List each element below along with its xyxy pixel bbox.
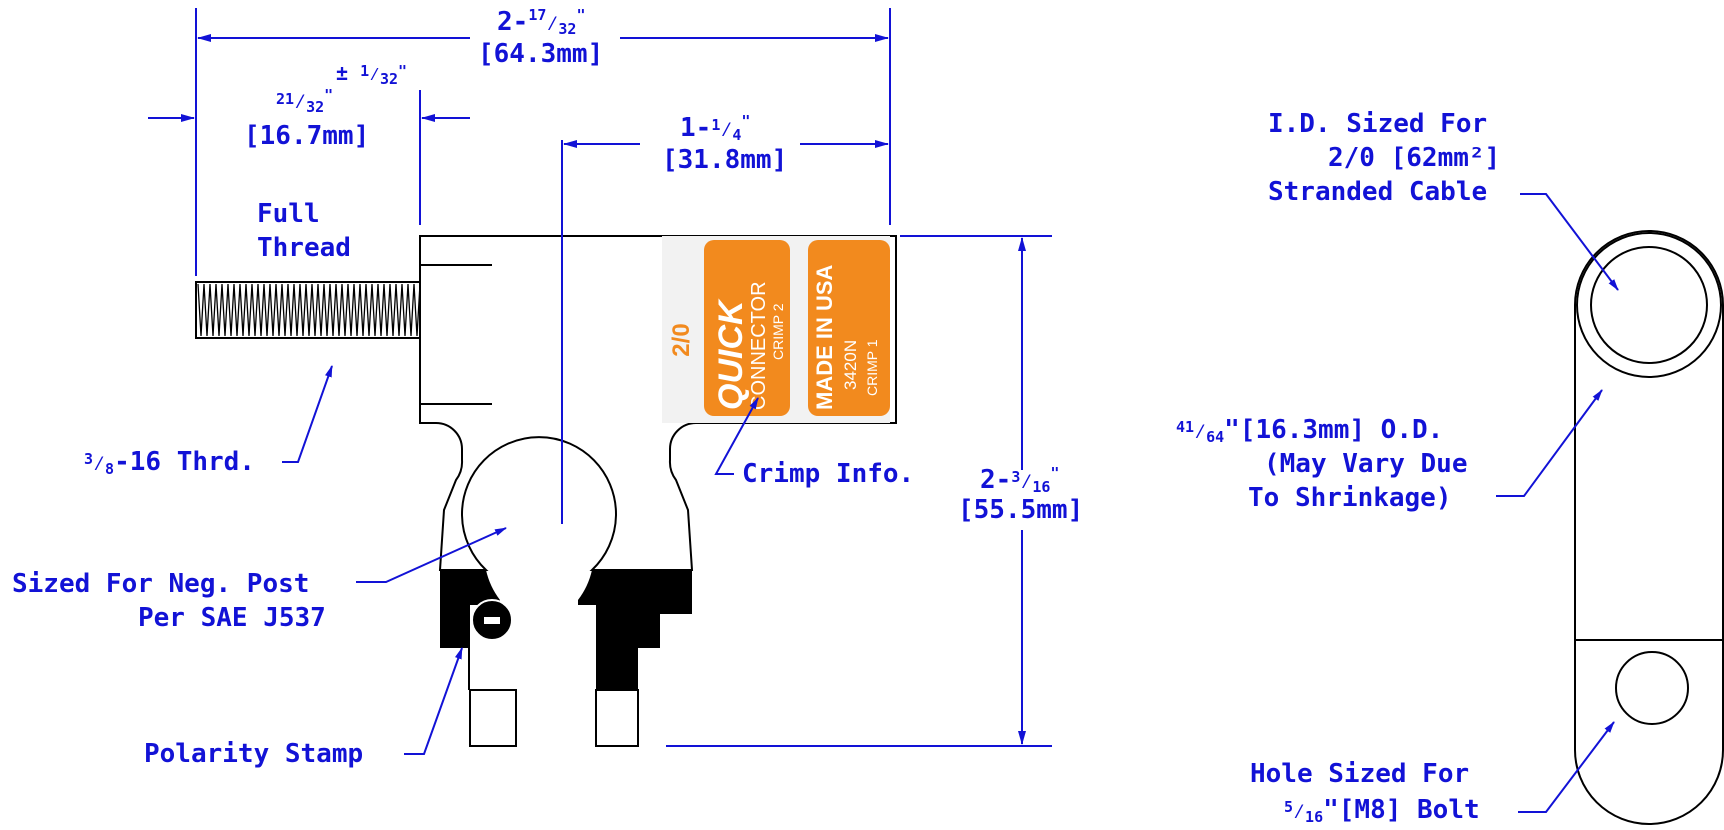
svg-text:2-17⁄32": 2-17⁄32" (497, 6, 585, 38)
svg-text:2/0 [62mm²]: 2/0 [62mm²] (1328, 143, 1500, 173)
bolt-hole (1615, 651, 1689, 725)
sticker-size-label: 2/0 (668, 323, 695, 356)
svg-text:[64.3mm]: [64.3mm] (478, 39, 603, 69)
svg-text:Polarity Stamp: Polarity Stamp (144, 739, 363, 769)
svg-text:Per SAE J537: Per SAE J537 (138, 603, 326, 633)
right-clamp-block (578, 570, 692, 690)
dim-overall-width: 2-17⁄32" [64.3mm] (478, 6, 603, 69)
dimension-lines (148, 8, 1052, 747)
sticker-made-in: MADE IN USA (812, 264, 837, 410)
callout-inner-diameter: I.D. Sized For 2/0 [62mm²] Stranded Cabl… (1268, 109, 1619, 291)
callout-full-thread: Full Thread (257, 199, 351, 263)
callout-bolt-hole: Hole Sized For 5⁄16"[M8] Bolt (1250, 721, 1615, 826)
svg-text:(May Vary Due: (May Vary Due (1264, 449, 1468, 479)
svg-text:[55.5mm]: [55.5mm] (958, 495, 1083, 525)
left-leg (469, 689, 517, 747)
callout-thread-spec: 3⁄8-16 Thrd. (84, 365, 333, 478)
svg-text:I.D. Sized For: I.D. Sized For (1268, 109, 1487, 139)
threaded-stud (195, 281, 421, 339)
sticker-crimp2: CRIMP 2 (770, 303, 786, 360)
sticker-part-no: 3420N (841, 340, 860, 390)
svg-text:21⁄32": 21⁄32" (276, 86, 333, 116)
cable-bore-outer (1576, 232, 1722, 378)
svg-text:Hole Sized For: Hole Sized For (1250, 759, 1469, 789)
svg-text:3⁄8-16 Thrd.: 3⁄8-16 Thrd. (84, 447, 255, 478)
svg-text:To Shrinkage): To Shrinkage) (1248, 483, 1452, 513)
svg-text:1-1⁄4": 1-1⁄4" (680, 112, 750, 144)
sticker-connector: CONNECTOR (748, 281, 770, 410)
left-clamp-block (440, 570, 500, 690)
dim-overall-height: 2-3⁄16" [55.5mm] (958, 464, 1083, 525)
dim-center-offset: 1-1⁄4" [31.8mm] (662, 112, 787, 175)
polarity-stamp-mark (471, 599, 513, 641)
svg-text:Stranded Cable: Stranded Cable (1268, 177, 1487, 207)
callout-neg-post: Sized For Neg. Post Per SAE J537 (12, 527, 507, 633)
svg-text:[16.7mm]: [16.7mm] (244, 121, 369, 151)
lug-end-view (1574, 230, 1724, 825)
terminal-side-view: 2/0 QUICK CONNECTOR CRIMP 2 MADE IN USA … (195, 140, 897, 747)
svg-text:41⁄64"[16.3mm] O.D.: 41⁄64"[16.3mm] O.D. (1176, 415, 1443, 446)
svg-text:Sized For Neg. Post: Sized For Neg. Post (12, 569, 309, 599)
svg-text:Thread: Thread (257, 233, 351, 263)
cable-bore-inner (1590, 246, 1708, 364)
quick-connector-label: 2/0 QUICK CONNECTOR CRIMP 2 MADE IN USA … (662, 236, 890, 423)
callout-outer-diameter: 41⁄64"[16.3mm] O.D. (May Vary Due To Shr… (1176, 389, 1603, 513)
callout-polarity-stamp: Polarity Stamp (144, 647, 463, 769)
svg-text:5⁄16"[M8] Bolt: 5⁄16"[M8] Bolt (1284, 795, 1480, 826)
sticker-crimp1: CRIMP 1 (864, 339, 880, 396)
sticker-brand: QUICK (712, 298, 750, 410)
right-leg (595, 689, 639, 747)
svg-text:2-3⁄16": 2-3⁄16" (980, 464, 1059, 496)
dim-thread-length: 21⁄32" ± 1⁄32" [16.7mm] (244, 61, 407, 151)
svg-text:Full: Full (257, 199, 320, 229)
svg-text:[31.8mm]: [31.8mm] (662, 145, 787, 175)
callout-crimp-info: Crimp Info. (714, 397, 914, 489)
terminal-body (419, 235, 897, 571)
svg-text:± 1⁄32": ± 1⁄32" (336, 61, 407, 88)
svg-text:Crimp Info.: Crimp Info. (742, 459, 914, 489)
